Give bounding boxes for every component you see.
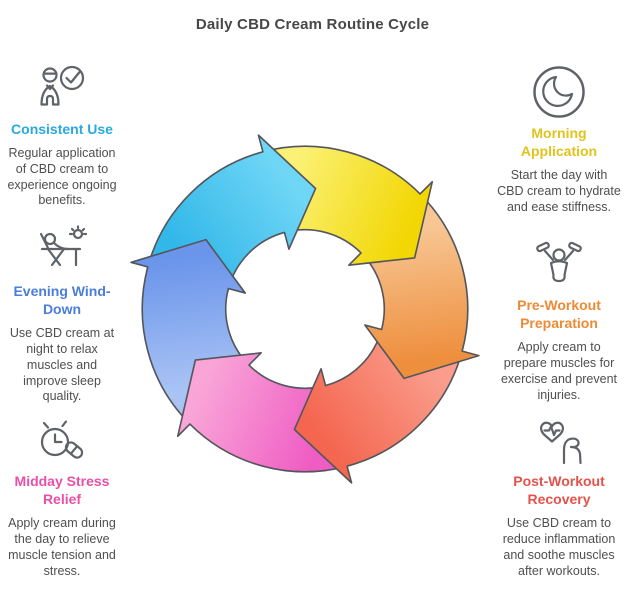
- step-midday-stress-relief: Midday Stress Relief Apply cream during …: [2, 412, 122, 579]
- moon-circle-icon: [494, 64, 624, 120]
- cycle-diagram: [122, 126, 488, 492]
- cycle-arrows: [122, 126, 488, 492]
- step-consistent-use: Consistent Use Regular application of CB…: [2, 60, 122, 209]
- step-post-workout-recovery: Post-Workout Recovery Use CBD cream to r…: [494, 412, 624, 579]
- item-heading: Post-Workout Recovery: [513, 473, 605, 508]
- page-title: Daily CBD Cream Routine Cycle: [195, 16, 430, 33]
- clock-pill-icon: [2, 412, 122, 468]
- item-description: Regular application of CBD cream to expe…: [7, 146, 117, 208]
- item-heading: Evening Wind-Down: [13, 283, 111, 318]
- item-description: Start the day with CBD cream to hydrate …: [497, 168, 621, 214]
- weightlifter-icon: [494, 236, 624, 292]
- step-evening-wind-down: Evening Wind-Down Use CBD cream at night…: [2, 222, 122, 405]
- item-description: Apply cream during the day to relieve mu…: [8, 516, 116, 578]
- step-morning-application: Morning Application Start the day with C…: [494, 64, 624, 216]
- item-heading: Morning Application: [520, 125, 598, 160]
- step-pre-workout-preparation: Pre-Workout Preparation Apply cream to p…: [494, 236, 624, 403]
- heart-bicep-icon: [494, 412, 624, 468]
- item-description: Use CBD cream at night to relax muscles …: [9, 326, 115, 404]
- item-heading: Midday Stress Relief: [14, 473, 110, 508]
- item-heading: Pre-Workout Preparation: [517, 297, 601, 332]
- item-heading: Consistent Use: [11, 121, 113, 137]
- lounge-chair-sun-icon: [2, 222, 122, 278]
- item-description: Apply cream to prepare muscles for exerc…: [500, 340, 618, 402]
- item-description: Use CBD cream to reduce inflammation and…: [502, 516, 616, 578]
- person-checkmark-icon: [2, 60, 122, 116]
